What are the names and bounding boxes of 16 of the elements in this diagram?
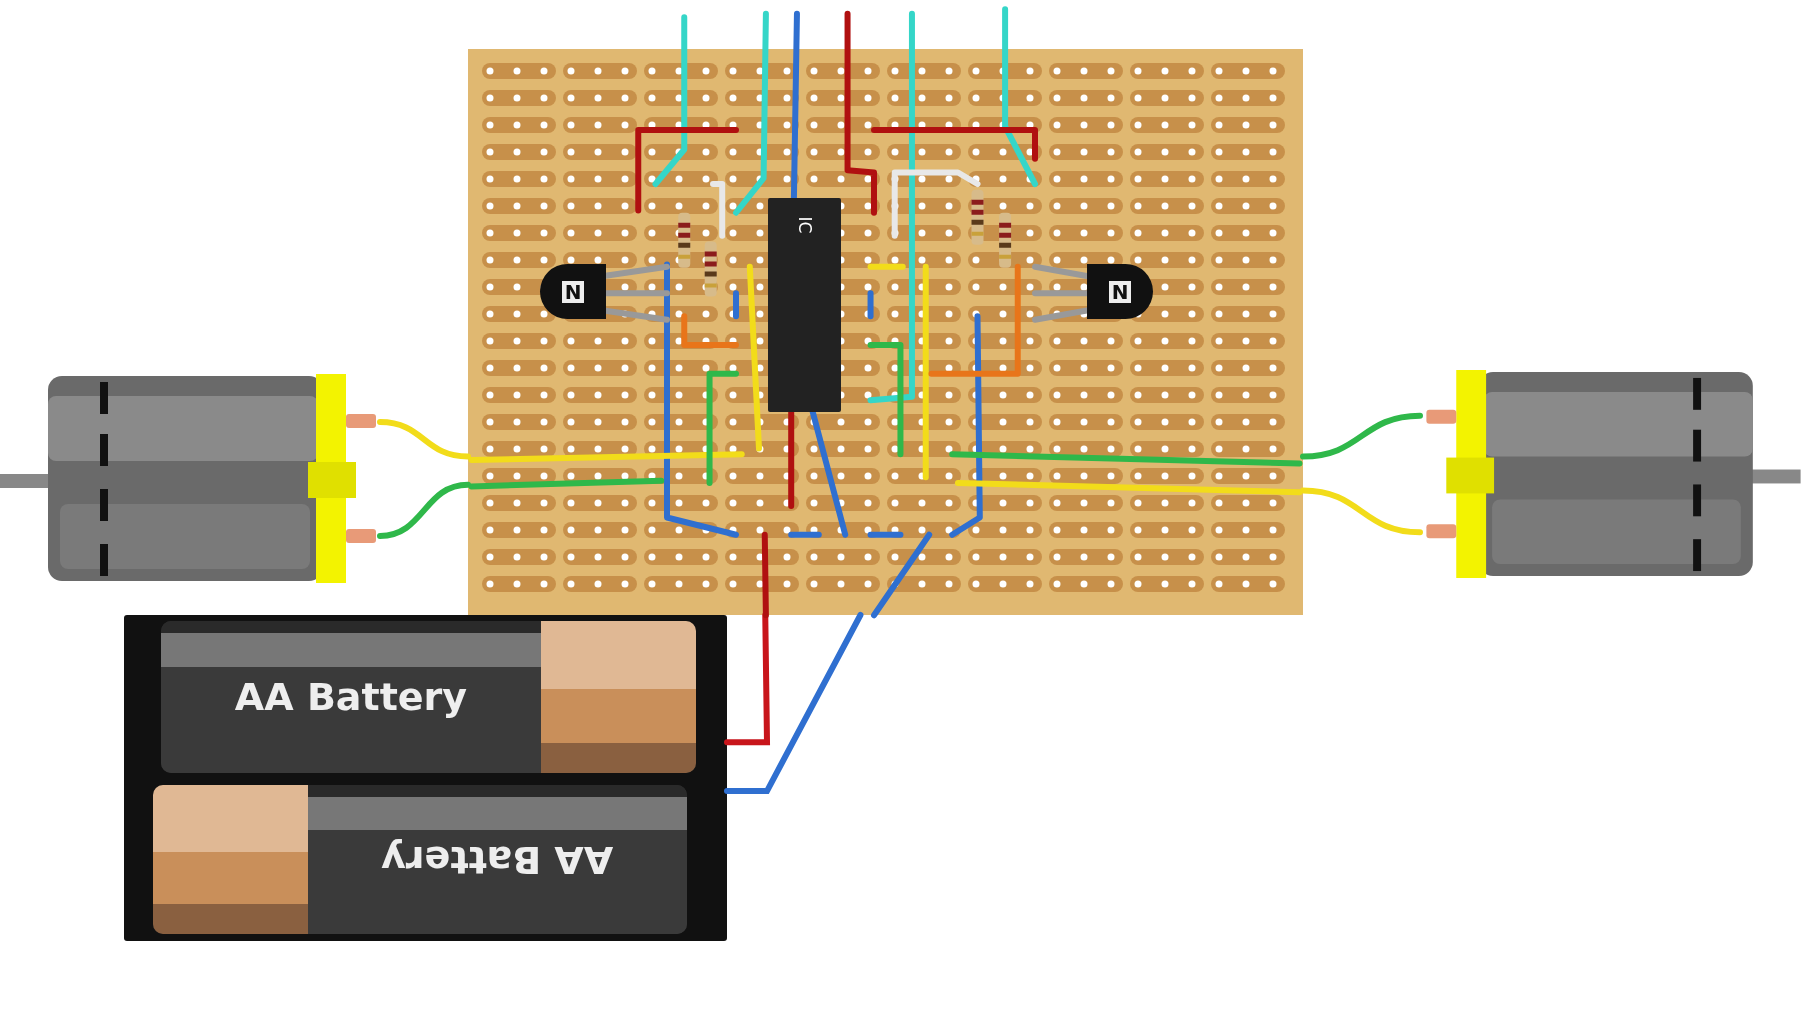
transistor	[1087, 264, 1153, 319]
battery-label: AA Battery	[234, 675, 468, 719]
transistor	[540, 264, 606, 319]
wire	[377, 419, 471, 460]
transistor-label: N	[561, 280, 585, 303]
transistor-label: N	[1108, 280, 1132, 303]
wire	[1300, 412, 1423, 460]
chip-label: IC	[794, 216, 816, 234]
wire	[724, 612, 771, 746]
battery	[161, 621, 696, 773]
wire	[1300, 487, 1423, 536]
battery	[153, 785, 687, 934]
wire	[724, 612, 864, 795]
ic-chip	[768, 198, 841, 412]
battery-holder	[124, 615, 727, 941]
battery-label: AA Battery	[381, 837, 614, 882]
